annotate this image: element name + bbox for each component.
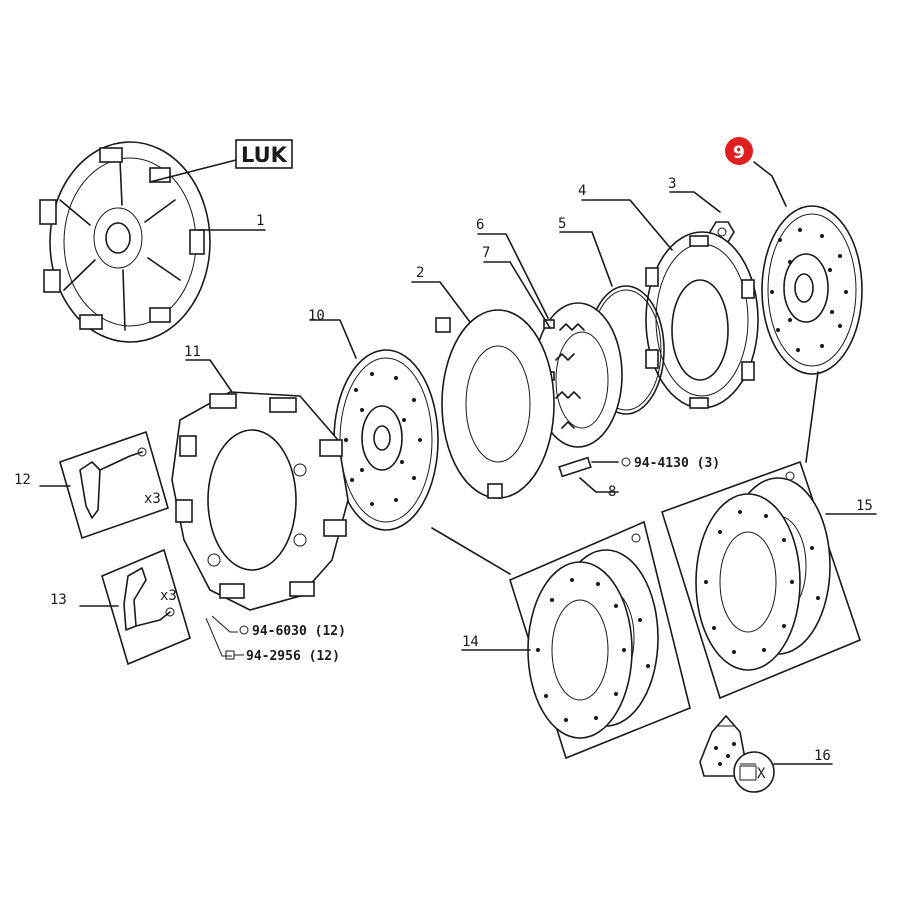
- intermediate-disc: [435, 309, 555, 499]
- clutch-assembly: [39, 141, 211, 343]
- callout-11: 11: [184, 344, 201, 360]
- kit-symbol: X: [733, 751, 775, 793]
- highlight-badge-label: 9: [733, 143, 745, 163]
- clutch-disc-10: [333, 349, 439, 531]
- callout-8-label: 8: [608, 484, 616, 500]
- highlight-badge-9: 9: [725, 137, 753, 165]
- washer-symbol-b: [239, 625, 249, 635]
- callout-7: 7: [482, 245, 490, 261]
- callout-15: 15: [856, 498, 873, 514]
- note-94-2956: 94-2956 (12): [246, 649, 340, 664]
- callout-3: 3: [668, 176, 676, 192]
- pressure-housing: [171, 391, 349, 611]
- callout-5: 5: [558, 216, 566, 232]
- washer-symbol-a: [621, 457, 631, 467]
- callout-13: 13: [50, 592, 67, 608]
- brand-label: LUK: [241, 143, 288, 167]
- multiplier-13: x3: [160, 588, 177, 604]
- multiplier-12: x3: [144, 491, 161, 507]
- callout-1: 1: [256, 213, 264, 229]
- bolt-symbol: [225, 650, 244, 660]
- note-94-6030: 94-6030 (12): [252, 624, 346, 639]
- callout-4: 4: [578, 183, 586, 199]
- kit-symbol-text: X: [757, 766, 766, 782]
- lever-kit-box-13: x3: [101, 548, 191, 666]
- highlight-badge-circle: [725, 137, 753, 165]
- clutch-disc-9: [761, 205, 863, 375]
- brand-label-box: LUK: [235, 139, 293, 169]
- callout-10: 10: [308, 308, 325, 324]
- pin: [558, 456, 592, 478]
- callout-6: 6: [476, 217, 484, 233]
- callout-12: 12: [14, 472, 31, 488]
- callout-2: 2: [416, 265, 424, 281]
- pressure-plate-cover: [645, 231, 759, 409]
- note-94-4130: 94-4130 (3): [634, 456, 720, 471]
- callout-16: 16: [814, 748, 831, 764]
- disc-set-box-15: [661, 460, 861, 700]
- callout-14: 14: [462, 634, 479, 650]
- disc-set-box-14: [509, 520, 691, 760]
- lever-kit-box: x3: [59, 430, 169, 540]
